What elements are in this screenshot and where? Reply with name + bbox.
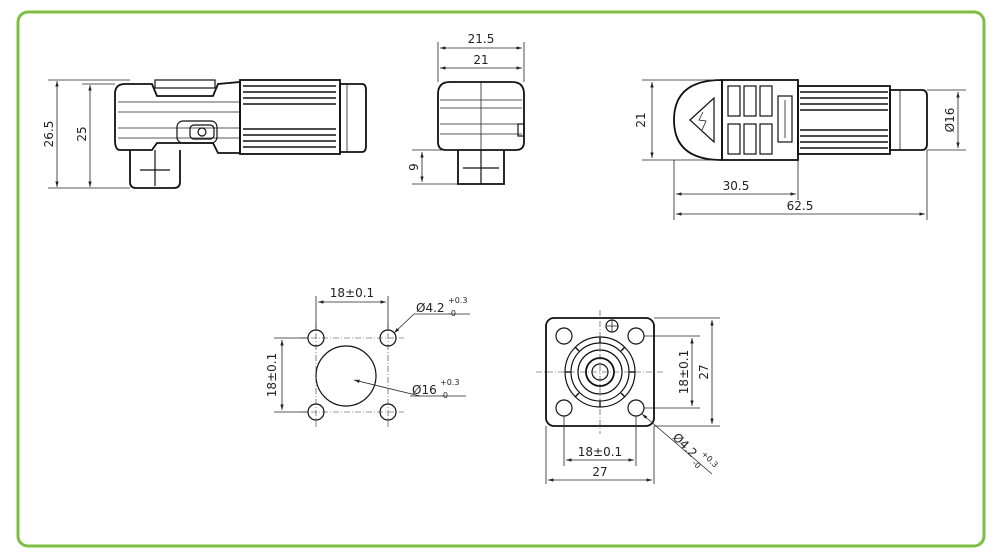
flange-size-h: 27 bbox=[592, 465, 607, 479]
hole-dia: Ø4.2 bbox=[416, 301, 445, 315]
flange-hole-tol-low: -0 bbox=[690, 459, 702, 471]
flange-view: 18±0.1 27 18±0.1 27 Ø4.2 +0.3 -0 bbox=[536, 310, 720, 484]
hole-tol-low: -0 bbox=[448, 309, 456, 318]
top-offset: 30.5 bbox=[723, 179, 750, 193]
bore-tol-up: +0.3 bbox=[440, 378, 459, 387]
hole-tol-up: +0.3 bbox=[448, 296, 467, 305]
frame-border bbox=[16, 10, 986, 548]
flange-size-v: 27 bbox=[697, 364, 711, 379]
top-diameter: Ø16 bbox=[943, 108, 957, 133]
hole-pitch-v: 18±0.1 bbox=[265, 353, 279, 397]
flange-hole-dia: Ø4.2 bbox=[670, 430, 700, 460]
flange-pitch-h: 18±0.1 bbox=[578, 445, 622, 459]
side-height-inner: 25 bbox=[75, 126, 89, 141]
flange-pitch-v: 18±0.1 bbox=[677, 350, 691, 394]
bore-dia: Ø16 bbox=[412, 383, 437, 397]
hole-pitch-h: 18±0.1 bbox=[330, 286, 374, 300]
front-pin-height: 9 bbox=[407, 163, 421, 171]
sleeve-ribs bbox=[243, 85, 336, 148]
bore-tol-low: -0 bbox=[440, 391, 448, 400]
top-height: 21 bbox=[634, 112, 648, 127]
front-width-outer: 21.5 bbox=[468, 32, 495, 46]
top-view: 21 Ø16 30.5 62.5 bbox=[634, 79, 966, 220]
side-height-outer: 26.5 bbox=[42, 121, 56, 148]
side-view: 26.5 25 bbox=[42, 79, 367, 189]
top-sleeve-ribs bbox=[800, 91, 888, 149]
front-width-inner: 21 bbox=[473, 53, 488, 67]
hole-pattern-view: 18±0.1 18±0.1 Ø4.2 +0.3 -0 Ø16 +0.3 -0 bbox=[265, 286, 470, 428]
top-length: 62.5 bbox=[787, 199, 814, 213]
front-view: 21.5 21 9 bbox=[407, 32, 525, 185]
